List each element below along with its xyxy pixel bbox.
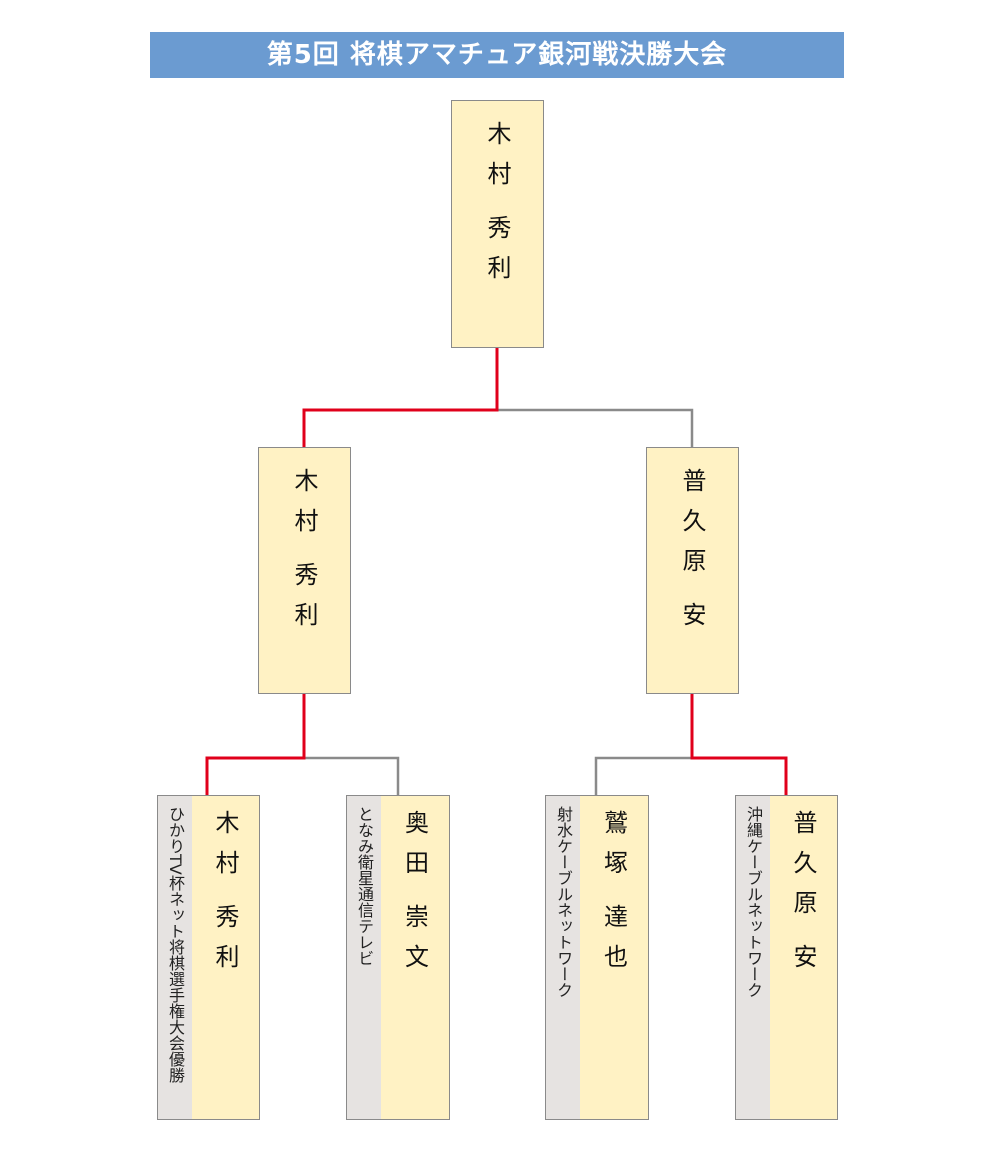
given-name: 秀利: [211, 904, 239, 984]
player-box: 射水ケーブルネットワーク 鷲塚達也: [545, 795, 649, 1120]
surname: 奥田: [400, 810, 429, 890]
affiliation-strip: [158, 796, 192, 1119]
affiliation-strip: [736, 796, 770, 1119]
player-name: 鷲塚達也: [580, 810, 648, 984]
page-title: 第5回 将棋アマチュア銀河戦決勝大会: [150, 32, 844, 78]
player-name: 木村秀利: [192, 810, 259, 984]
given-name: 安: [789, 944, 817, 984]
affiliation: 射水ケーブルネットワーク: [554, 806, 573, 998]
semifinal-box: 普久原安: [646, 447, 739, 694]
player-box: となみ衛星通信テレビ 奥田崇文: [346, 795, 450, 1120]
champion-box: 木村秀利: [451, 100, 544, 348]
player-box: 沖縄ケーブルネットワーク 普久原安: [735, 795, 838, 1120]
given-name: 達也: [599, 904, 628, 984]
given-name: 崇文: [400, 904, 429, 984]
semifinal-box: 木村秀利: [258, 447, 351, 694]
player-box: ひかりTV杯ネット将棋選手権大会優勝 木村秀利: [157, 795, 260, 1120]
surname: 普久原: [789, 810, 817, 930]
given-name: 秀利: [290, 562, 318, 642]
affiliation-strip: [546, 796, 580, 1119]
affiliation: ひかりTV杯ネット将棋選手権大会優勝: [166, 806, 185, 1083]
player-name: 木村秀利: [259, 468, 350, 642]
line-final-winner: [302, 347, 499, 447]
line-semi1-loser: [304, 756, 400, 795]
surname: 木村: [483, 121, 511, 201]
line-semi2-winner: [690, 693, 788, 795]
player-name: 奥田崇文: [381, 810, 449, 984]
surname: 木村: [290, 468, 318, 548]
line-final-loser: [497, 408, 694, 447]
line-semi2-loser: [594, 756, 692, 795]
player-name: 普久原安: [647, 468, 738, 642]
affiliation: 沖縄ケーブルネットワーク: [744, 806, 763, 998]
given-name: 安: [678, 602, 706, 642]
given-name: 秀利: [483, 215, 511, 295]
surname: 鷲塚: [599, 810, 628, 890]
line-semi1-winner: [205, 693, 306, 795]
surname: 普久原: [678, 468, 706, 588]
affiliation: となみ衛星通信テレビ: [355, 806, 374, 966]
affiliation-strip: [347, 796, 381, 1119]
surname: 木村: [211, 810, 239, 890]
player-name: 木村秀利: [452, 121, 543, 295]
player-name: 普久原安: [770, 810, 837, 984]
